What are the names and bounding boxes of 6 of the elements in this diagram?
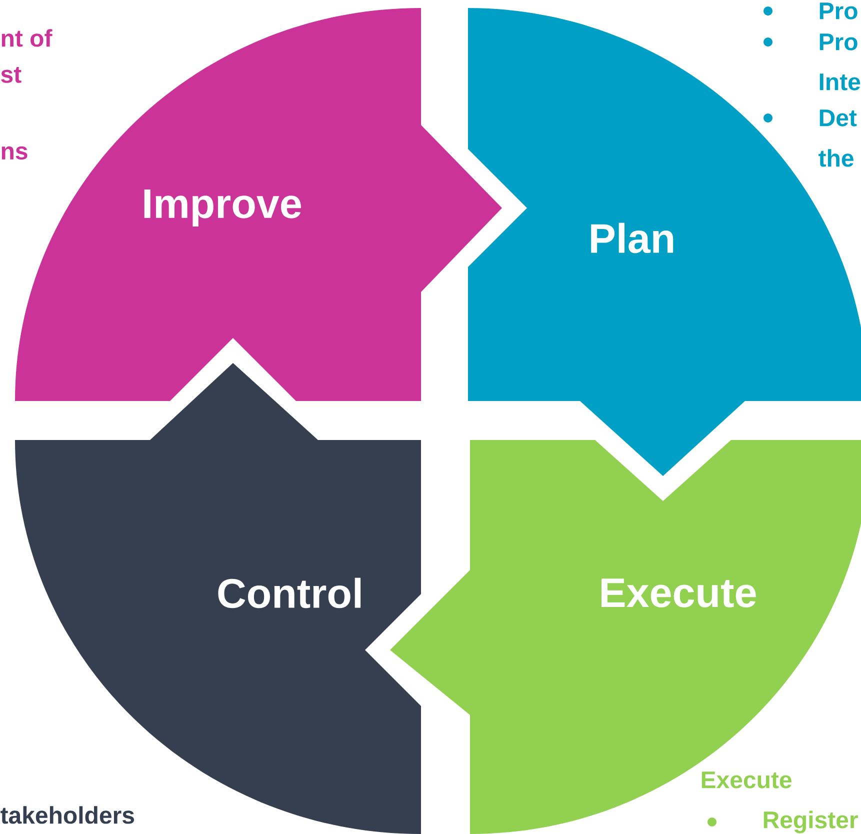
label-text: Execute (702, 772, 792, 788)
label-text: Det (820, 110, 857, 126)
label-text: the (818, 149, 854, 167)
label-text: Inte (820, 74, 860, 90)
label-text: Pro (820, 34, 858, 50)
label-text: Register (764, 810, 858, 834)
